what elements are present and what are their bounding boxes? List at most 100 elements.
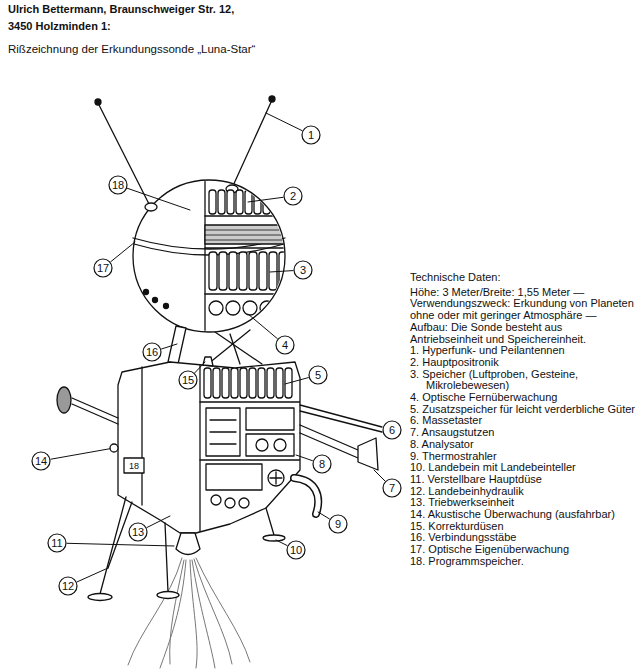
leader-line <box>147 516 170 528</box>
parts-list-item: 17. Optische Eigenüberwachung <box>410 544 636 556</box>
callout-circle <box>294 261 312 279</box>
callout-number: 14 <box>35 456 47 467</box>
connecting-strut <box>208 330 250 364</box>
drive-unit <box>141 367 142 505</box>
probe-drawing <box>32 96 401 668</box>
antenna <box>98 103 150 206</box>
exhaust-flame <box>190 560 197 668</box>
landing-leg <box>157 592 179 599</box>
callout-number: 9 <box>335 519 341 530</box>
landing-leg <box>165 523 168 592</box>
drive-cutaway <box>240 368 247 398</box>
landing-leg <box>266 508 274 535</box>
main-nozzle <box>176 533 200 555</box>
exhaust-flame <box>196 558 250 662</box>
drive-cutaway <box>274 439 286 451</box>
drive-cutaway <box>222 368 229 398</box>
storage-sphere <box>145 203 157 211</box>
sphere-cutaway <box>205 230 290 240</box>
callout-circle <box>32 452 50 470</box>
exhaust-flame <box>192 560 215 668</box>
callout-circle <box>48 534 66 552</box>
drive-cutaway <box>206 408 240 456</box>
landing-leg <box>88 594 112 601</box>
sphere-cutaway <box>209 252 217 290</box>
landing-leg <box>263 535 285 541</box>
parts-list-item: 16. Verbindungsstäbe <box>410 532 636 544</box>
heat-hose <box>294 478 318 514</box>
leader-line <box>276 540 287 546</box>
leader-line <box>285 378 308 384</box>
sphere-cutaway <box>254 190 261 214</box>
callout-circle <box>313 455 331 473</box>
drive-cutaway <box>199 360 200 540</box>
body-panel <box>124 458 144 473</box>
leader-line <box>318 512 329 519</box>
drive-cutaway <box>200 459 305 460</box>
parts-list-item: 3. Speicher (Luftproben, Gesteine, Mikro… <box>410 369 636 392</box>
callout-circle <box>109 176 127 194</box>
landing-leg <box>88 497 285 601</box>
callout-number: 11 <box>51 538 62 549</box>
sphere-cutaway <box>205 225 295 244</box>
callout-number: 2 <box>290 191 296 202</box>
sphere-cutaway <box>239 252 247 290</box>
callout-number: 4 <box>282 340 288 351</box>
storage-sphere <box>144 290 149 295</box>
drive-unit <box>118 357 300 533</box>
mass-probe-rod <box>300 405 382 432</box>
leader-line <box>51 449 110 460</box>
spec-paragraph: Höhe: 3 Meter/Breite: 1,55 Meter — Verwe… <box>410 287 636 346</box>
parts-list-item: 5. Zusatzspeicher für leicht verderblich… <box>410 404 636 416</box>
parts-list-item: 2. Hauptpositronik <box>410 357 636 369</box>
mass-probe-rod <box>300 405 382 432</box>
drive-cutaway <box>239 498 249 508</box>
sphere-cutaway <box>219 252 227 290</box>
sphere-cutaway <box>236 190 243 214</box>
callout-number: 10 <box>290 545 302 556</box>
address-line: 3450 Holzminden 1: <box>8 20 111 33</box>
exhaust-flame <box>128 558 250 668</box>
callout-circle <box>59 577 77 595</box>
sphere-cutaway <box>272 190 279 214</box>
parts-list-item: 1. Hyperfunk- und Peilantennen <box>410 345 636 357</box>
sphere-cutaway <box>263 190 270 214</box>
drive-cutaway <box>268 470 284 486</box>
main-nozzle <box>176 533 200 555</box>
parts-list-item: 9. Thermostrahler <box>410 451 636 463</box>
callout-circle <box>329 515 347 533</box>
leader-line <box>248 314 277 339</box>
drive-cutaway <box>256 439 268 451</box>
spec-block: Technische Daten:Höhe: 3 Meter/Breite: 1… <box>410 272 636 568</box>
callout-circle <box>179 371 197 389</box>
sphere-cutaway <box>260 301 274 315</box>
parts-list-item: 13. Triebwerkseinheit <box>410 497 636 509</box>
drive-cutaway <box>267 368 274 398</box>
sphere-cutaway <box>229 252 237 290</box>
callout-number: 12 <box>62 581 74 592</box>
drive-cutaway <box>270 472 282 484</box>
sphere-cutaway <box>243 301 257 315</box>
storage-sphere <box>133 180 285 332</box>
drawing-title: Rißzeichnung der Erkundungssonde „Luna-S… <box>8 43 255 57</box>
drive-unit <box>118 362 300 533</box>
acoustic-sensor <box>72 398 118 424</box>
callout-circle <box>32 126 401 595</box>
parts-list-item: 11. Verstellbare Hauptdüse <box>410 474 636 486</box>
callout-circle <box>284 187 302 205</box>
drive-cutaway <box>213 368 220 398</box>
exhaust-flame <box>160 560 186 668</box>
address-line: Ulrich Bettermann, Braunschweiger Str. 1… <box>8 3 234 16</box>
storage-sphere <box>164 304 169 309</box>
leader-line <box>162 344 178 349</box>
callout-circle <box>129 523 147 541</box>
drive-unit <box>203 357 213 366</box>
sphere-cutaway <box>269 252 277 290</box>
intake-pipe <box>300 425 358 458</box>
drive-cutaway <box>200 401 305 402</box>
callout-number: 1 <box>308 130 314 141</box>
drive-cutaway <box>210 420 236 444</box>
callout-number: 6 <box>389 425 395 436</box>
parts-list-item: 6. Massetaster <box>410 415 636 427</box>
antenna <box>269 96 275 102</box>
